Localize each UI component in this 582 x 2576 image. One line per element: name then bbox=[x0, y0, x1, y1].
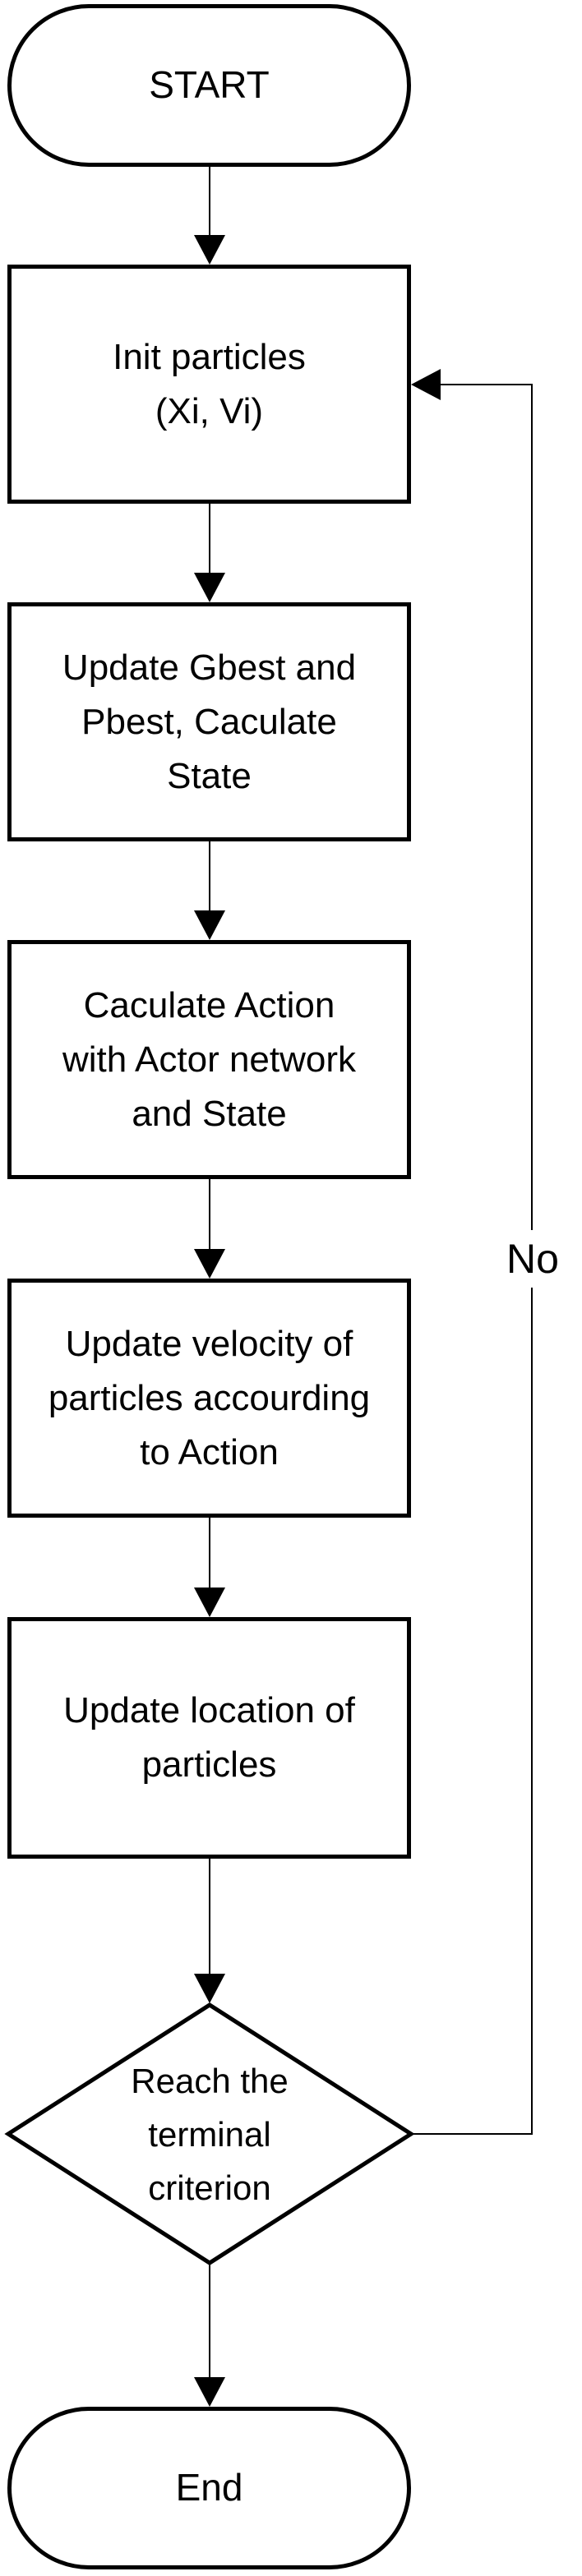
calculate-action-label: Caculate Action with Actor network and S… bbox=[62, 984, 357, 1134]
init-particles-label: Init particles (Xi, Vi) bbox=[113, 336, 306, 431]
decision-diamond-shape bbox=[4, 2002, 415, 2265]
end-node-label: End bbox=[175, 2466, 243, 2509]
init-particles-node: Init particles (Xi, Vi) bbox=[7, 265, 411, 504]
update-velocity-node: Update velocity of particles accourding … bbox=[7, 1279, 411, 1518]
update-gbest-pbest-label: Update Gbest and Pbest, Caculate State bbox=[62, 647, 357, 796]
arrowhead-start-to-init bbox=[194, 235, 225, 265]
arrowhead-velocity-to-location bbox=[194, 1588, 225, 1617]
update-velocity-label: Update velocity of particles accourding … bbox=[48, 1323, 371, 1472]
calculate-action-node: Caculate Action with Actor network and S… bbox=[7, 940, 411, 1179]
start-node-label: START bbox=[149, 63, 270, 107]
update-location-label: Update location of particles bbox=[63, 1690, 355, 1785]
decision-node-label: Reach the terminal criterion bbox=[70, 2054, 349, 2214]
no-branch-label: No bbox=[494, 1230, 571, 1288]
arrowhead-init-to-updatebest bbox=[194, 573, 225, 602]
start-node: START bbox=[7, 4, 411, 167]
arrowhead-no-feedback bbox=[411, 369, 441, 400]
arrowhead-location-to-decision bbox=[194, 1974, 225, 2003]
arrowhead-calcaction-to-velocity bbox=[194, 1249, 225, 1279]
update-location-node: Update location of particles bbox=[7, 1617, 411, 1859]
no-branch-label-text: No bbox=[506, 1236, 559, 1282]
arrowhead-decision-to-end bbox=[194, 2377, 225, 2407]
decision-label-text: Reach the terminal criterion bbox=[131, 2061, 289, 2207]
end-node: End bbox=[7, 2407, 411, 2569]
update-gbest-pbest-node: Update Gbest and Pbest, Caculate State bbox=[7, 602, 411, 841]
arrowhead-updatebest-to-calcaction bbox=[194, 910, 225, 940]
